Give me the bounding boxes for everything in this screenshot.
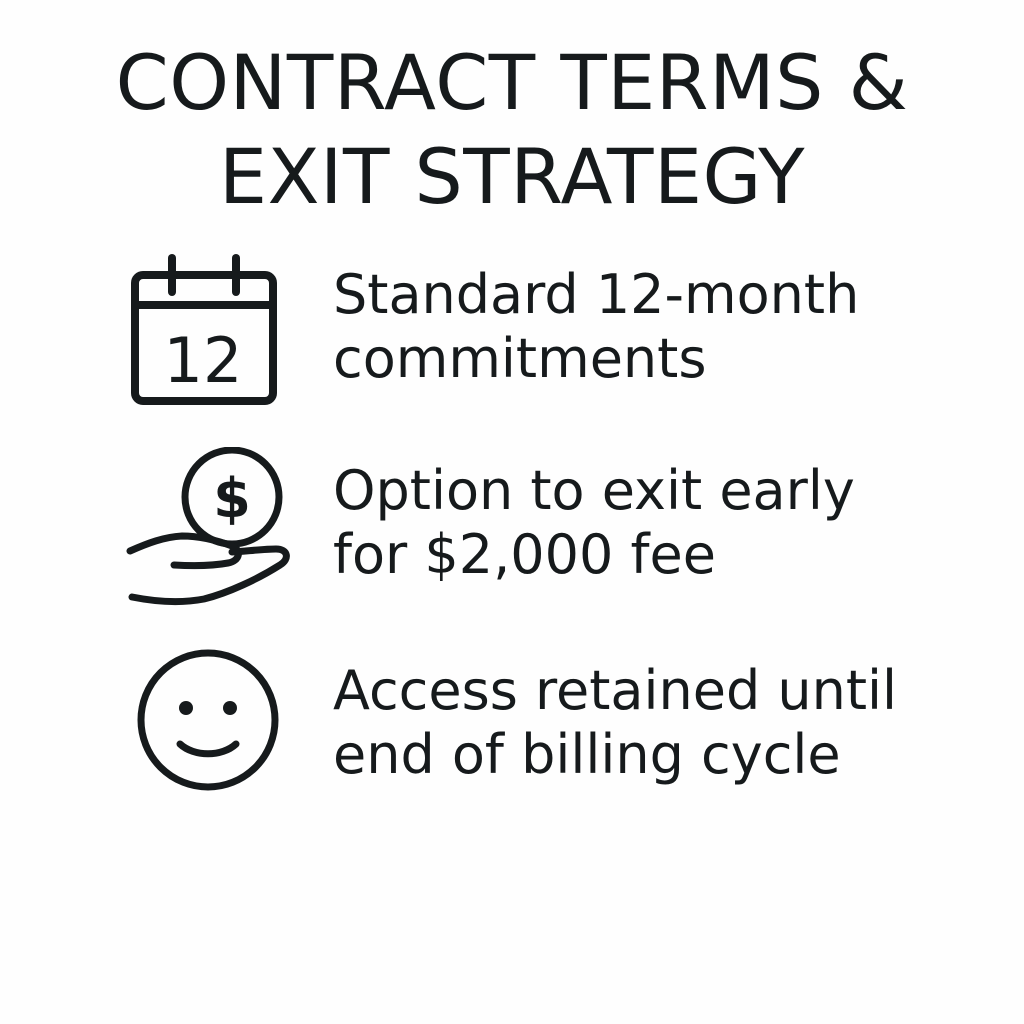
calendar-icon: 12 — [124, 250, 294, 410]
title-line-2: EXIT STRATEGY — [218, 132, 806, 221]
term-text-commitment: Standard 12-month commitments — [333, 263, 859, 391]
smiley-face-icon — [124, 645, 294, 805]
term-text-line-1: Access retained until — [333, 659, 898, 722]
coin-dollar-sign: $ — [213, 467, 251, 530]
term-text-line-2: commitments — [333, 327, 707, 390]
term-text-early-exit: Option to exit early for $2,000 fee — [333, 459, 855, 587]
term-text-line-1: Standard 12-month — [333, 263, 860, 326]
hand-with-dollar-coin-icon: $ — [124, 447, 294, 607]
term-text-line-1: Option to exit early — [333, 459, 855, 522]
term-text-line-2: end of billing cycle — [333, 723, 841, 786]
term-text-line-2: for $2,000 fee — [333, 523, 716, 586]
title-line-1: CONTRACT TERMS & — [115, 38, 909, 127]
term-text-access: Access retained until end of billing cyc… — [333, 659, 897, 787]
calendar-day-number: 12 — [164, 324, 243, 397]
page-title: CONTRACT TERMS & EXIT STRATEGY — [40, 36, 984, 224]
